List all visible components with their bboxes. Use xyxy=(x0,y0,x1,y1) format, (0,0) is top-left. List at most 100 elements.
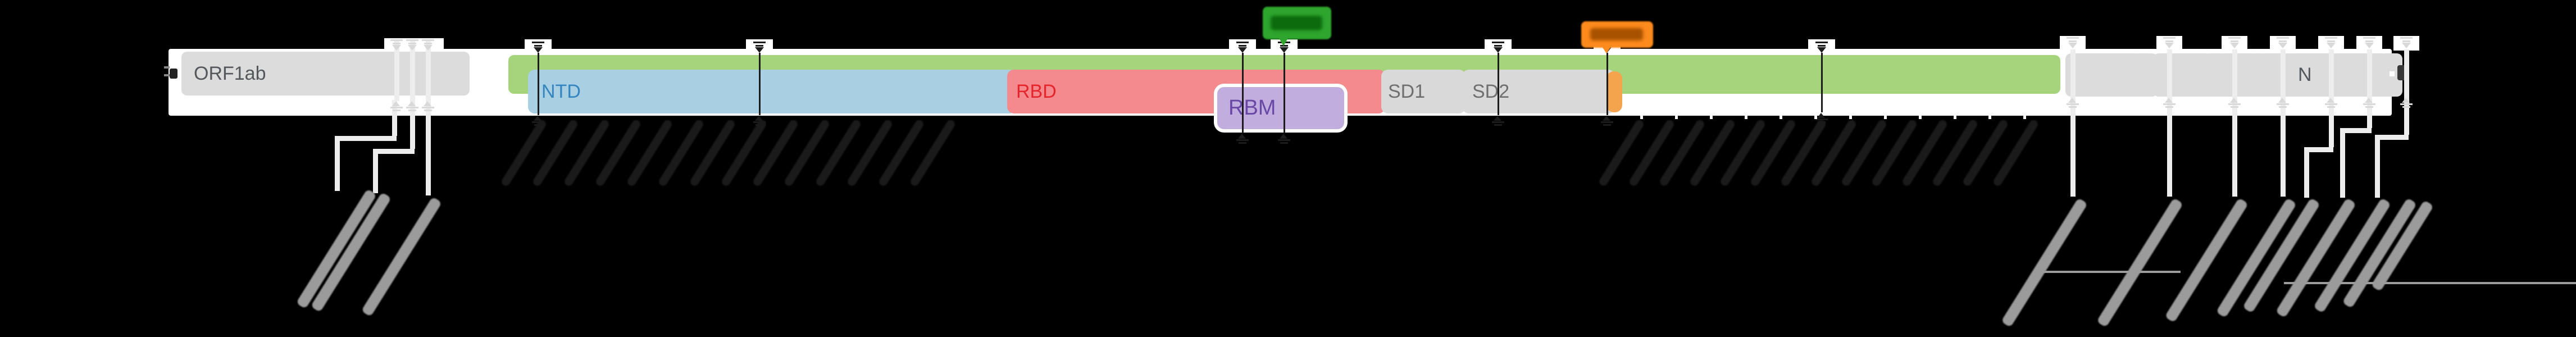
gene-domain-rbm[interactable]: RBM xyxy=(1217,87,1344,129)
mutation-stick[interactable] xyxy=(2281,49,2286,98)
mutation-marker-arrow xyxy=(2068,43,2077,48)
leader-line xyxy=(2070,97,2076,197)
badge-text-blob xyxy=(1590,28,1643,40)
mutation-marker-ornament xyxy=(1815,42,1828,43)
mutation-marker-arrow xyxy=(2327,43,2336,48)
leader-line xyxy=(2367,97,2372,128)
mutation-marker-arrow xyxy=(2278,43,2287,48)
gene-domain-sd2[interactable]: SD2 xyxy=(1462,70,1615,113)
mutation-label xyxy=(2164,198,2249,323)
mutation-marker-arrow xyxy=(1238,134,1246,139)
mutation-stick[interactable] xyxy=(2232,49,2237,98)
gene-orf1ab[interactable]: ORF1ab xyxy=(181,52,470,95)
leader-line xyxy=(2329,97,2334,147)
mutation-marker-ornament xyxy=(532,42,544,43)
mutation-stick[interactable] xyxy=(1606,53,1608,115)
band-edge-nub xyxy=(1919,113,1922,119)
mutation-marker-ornament xyxy=(2402,106,2410,108)
mutation-stick[interactable] xyxy=(1284,53,1285,133)
mutation-marker-ornament xyxy=(2325,37,2337,39)
band-edge-nub xyxy=(1675,113,1678,119)
mutation-marker-ornament xyxy=(2231,106,2238,108)
gene-domain-label: RBM xyxy=(1228,96,1276,120)
mutation-marker-ornament xyxy=(422,39,434,41)
mutation-stick[interactable] xyxy=(2070,49,2076,98)
mutation-stick[interactable] xyxy=(2329,49,2334,98)
mutation-marker-arrow xyxy=(2165,98,2173,103)
mutation-label xyxy=(2001,198,2088,328)
leader-line xyxy=(335,136,340,191)
mutation-marker-ornament xyxy=(424,43,432,44)
mutation-marker-ornament xyxy=(1280,142,1288,144)
band-edge-nub xyxy=(1988,113,1991,119)
gene-domain-ntd[interactable]: NTD xyxy=(528,70,1016,113)
mutation-marker-ornament xyxy=(2067,37,2079,39)
mutation-marker-ornament xyxy=(2400,37,2413,39)
gene-domain-sd1[interactable]: SD1 xyxy=(1381,70,1466,113)
mutation-stick[interactable] xyxy=(1821,53,1823,112)
leader-line xyxy=(2340,128,2372,133)
mutation-marker-ornament xyxy=(753,42,766,43)
mutation-marker-ornament xyxy=(1278,139,1290,141)
mutation-stick[interactable] xyxy=(538,53,539,115)
leader-line xyxy=(2037,271,2181,273)
mutation-marker-ornament xyxy=(534,45,542,47)
leader-line xyxy=(335,136,397,141)
mutation-marker-ornament xyxy=(1815,119,1828,120)
mutation-marker-arrow xyxy=(408,101,416,106)
mutation-marker-ornament xyxy=(393,43,400,44)
leader-line xyxy=(2375,135,2380,198)
mutation-stick[interactable] xyxy=(426,39,431,101)
tick-dash xyxy=(164,66,170,69)
mutation-stick[interactable] xyxy=(410,39,415,101)
gene-box[interactable] xyxy=(2153,53,2212,97)
band-edge-nub xyxy=(2390,71,2395,76)
mutation-marker-ornament xyxy=(2163,103,2176,105)
band-edge-nub xyxy=(1884,113,1887,119)
mutation-stick[interactable] xyxy=(2404,49,2409,98)
mutation-marker-arrow xyxy=(1494,47,1503,53)
mutation-stick[interactable] xyxy=(1242,53,1244,133)
mutation-marker-ornament xyxy=(2277,103,2289,105)
mutation-marker-ornament xyxy=(1494,124,1502,126)
mutation-marker-ornament xyxy=(2231,40,2238,42)
gene-orf1ab-label: ORF1ab xyxy=(194,62,266,84)
cleavage-site-marker[interactable] xyxy=(1606,71,1622,112)
leader-line xyxy=(410,100,415,149)
mutation-marker-ornament xyxy=(393,110,400,111)
mutation-marker-ornament xyxy=(2165,106,2173,108)
mutation-marker-ornament xyxy=(2165,40,2173,42)
mutation-stick[interactable] xyxy=(1498,53,1499,115)
leader-line xyxy=(2284,282,2576,284)
genome-start-marker xyxy=(170,69,178,79)
mutation-marker-ornament xyxy=(1492,42,1504,43)
gene-n[interactable]: N xyxy=(2287,53,2388,97)
mutation-stick[interactable] xyxy=(2367,49,2372,98)
leader-line xyxy=(373,149,378,193)
mutation-marker-ornament xyxy=(2402,40,2410,42)
leader-line xyxy=(373,149,415,154)
mutation-marker-arrow xyxy=(408,45,417,51)
band-edge-nub xyxy=(1849,113,1852,119)
mutation-marker-ornament xyxy=(2228,103,2241,105)
mutation-marker-ornament xyxy=(1494,45,1502,47)
mutation-marker-ornament xyxy=(1236,139,1249,141)
mutation-marker-ornament xyxy=(2067,103,2079,105)
mutation-stick[interactable] xyxy=(2167,49,2172,98)
band-edge-nub xyxy=(1954,113,1956,119)
mutation-label xyxy=(295,189,377,309)
mutation-stick[interactable] xyxy=(394,39,399,101)
leader-line xyxy=(2340,128,2345,198)
mutation-marker-arrow xyxy=(2365,43,2374,48)
gene-domain-label: SD1 xyxy=(1388,80,1426,102)
mutation-marker-arrow xyxy=(2230,98,2238,103)
mutation-marker-ornament xyxy=(2327,40,2335,42)
band-edge-nub xyxy=(1640,113,1643,119)
mutation-marker-arrow xyxy=(424,101,431,106)
mutation-marker-ornament xyxy=(1492,121,1504,123)
gene-box[interactable] xyxy=(2065,53,2143,97)
mutation-marker-ornament xyxy=(2365,40,2373,42)
mutation-stick[interactable] xyxy=(759,53,761,115)
mutation-marker-arrow xyxy=(1603,116,1610,121)
